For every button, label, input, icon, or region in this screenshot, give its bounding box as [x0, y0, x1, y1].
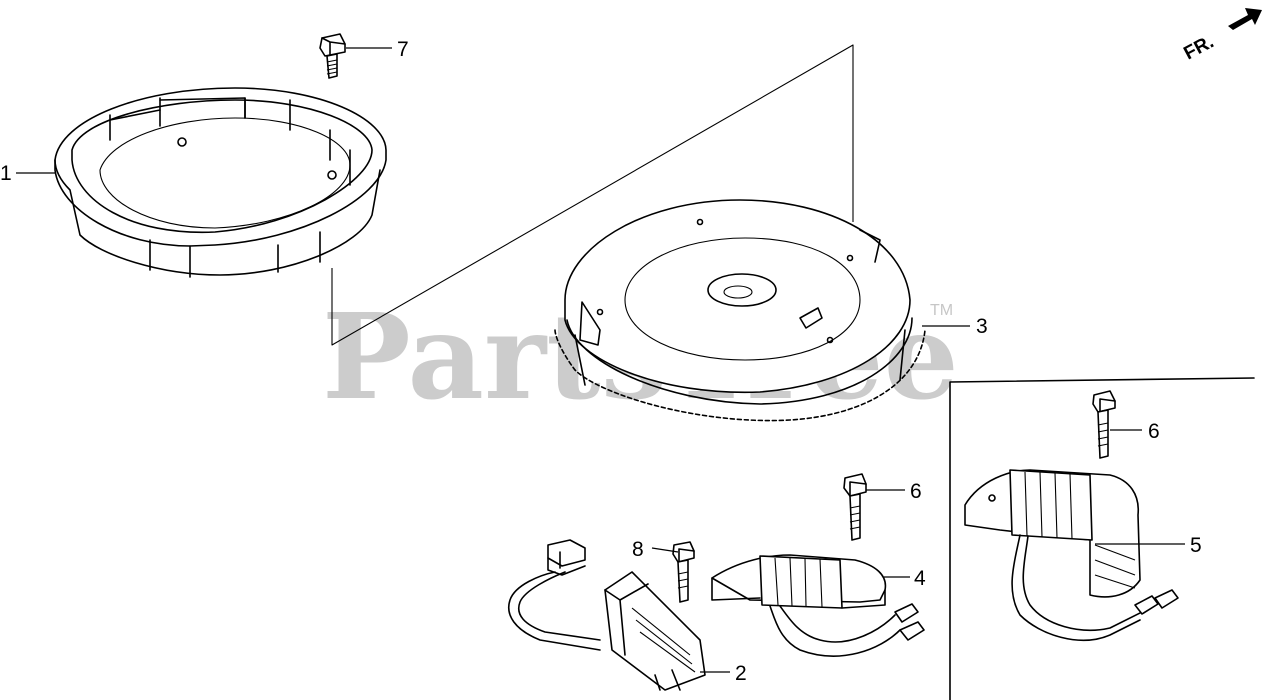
callout-6b: 6	[1110, 420, 1160, 443]
bolt-6a-part	[843, 473, 867, 541]
shroud-ring-part	[54, 87, 387, 278]
front-label: FR.	[1180, 32, 1217, 65]
bolt-7-part	[319, 33, 346, 79]
callout-4-label: 4	[914, 567, 926, 590]
front-arrow-icon	[1228, 8, 1262, 30]
callout-5-label: 5	[1190, 534, 1202, 557]
bolt-6b-part	[1092, 390, 1116, 459]
callout-2: 2	[700, 662, 747, 685]
charge-coil-4-part	[711, 554, 925, 657]
front-direction-indicator: FR.	[1180, 8, 1262, 64]
trademark-mark: TM	[930, 302, 953, 319]
ignition-coil-part	[508, 539, 706, 691]
bolt-8-part	[672, 541, 695, 603]
callout-3: 3	[922, 315, 988, 338]
callout-6b-label: 6	[1148, 420, 1160, 443]
callout-1-label: 1	[0, 162, 12, 185]
flywheel-part	[554, 199, 926, 422]
callout-5: 5	[1095, 534, 1202, 557]
callout-1: 1	[0, 162, 55, 185]
callout-2-label: 2	[735, 662, 747, 685]
callout-6a-label: 6	[910, 480, 922, 503]
callout-7: 7	[346, 38, 409, 61]
callout-6a: 6	[866, 480, 922, 503]
callout-8: 8	[632, 538, 679, 561]
callout-7-label: 7	[397, 38, 409, 61]
callout-3-label: 3	[976, 315, 988, 338]
inset-frame	[949, 377, 1255, 700]
callout-8-label: 8	[632, 538, 644, 561]
assembly-guide-line	[331, 44, 854, 346]
callout-4: 4	[884, 567, 926, 590]
charge-coil-5-part	[949, 377, 1255, 700]
